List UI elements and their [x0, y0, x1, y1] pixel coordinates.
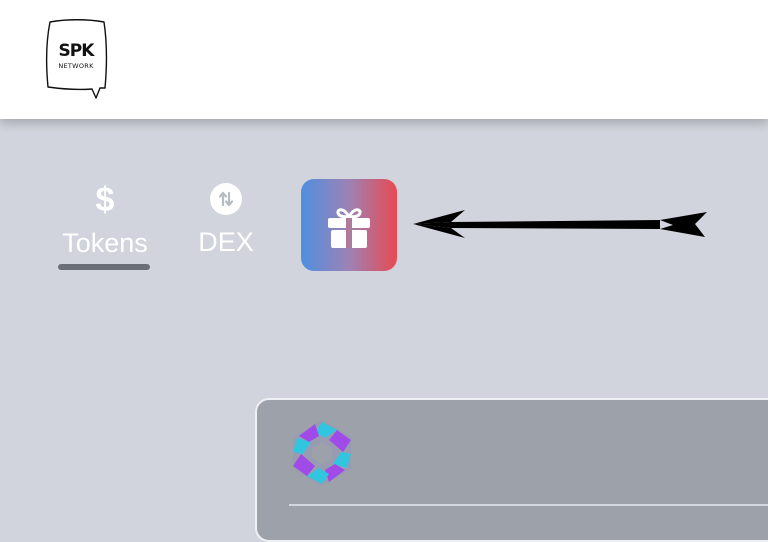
- content-card: [255, 398, 768, 542]
- dollar-icon: $: [95, 181, 115, 219]
- speech-bubble-icon: [45, 19, 108, 99]
- tab-dex-label: DEX: [198, 227, 254, 257]
- hexagon-logo-icon: [293, 420, 351, 486]
- tab-tokens-label: Tokens: [62, 228, 148, 258]
- gift-icon: [328, 208, 370, 248]
- logo-main-text: SPK: [58, 41, 95, 61]
- logo-sub-text: NETWORK: [58, 62, 94, 70]
- active-tab-indicator: [58, 264, 150, 270]
- swap-arrows-icon: [210, 183, 242, 215]
- gift-button[interactable]: [301, 179, 397, 271]
- arrow-left-icon: [413, 210, 707, 238]
- tab-tokens[interactable]: $ Tokens: [56, 180, 154, 258]
- top-header: SPK NETWORK: [0, 0, 768, 119]
- card-divider: [289, 504, 768, 506]
- tab-dex[interactable]: DEX: [190, 180, 262, 257]
- spk-network-logo[interactable]: SPK NETWORK: [44, 18, 110, 100]
